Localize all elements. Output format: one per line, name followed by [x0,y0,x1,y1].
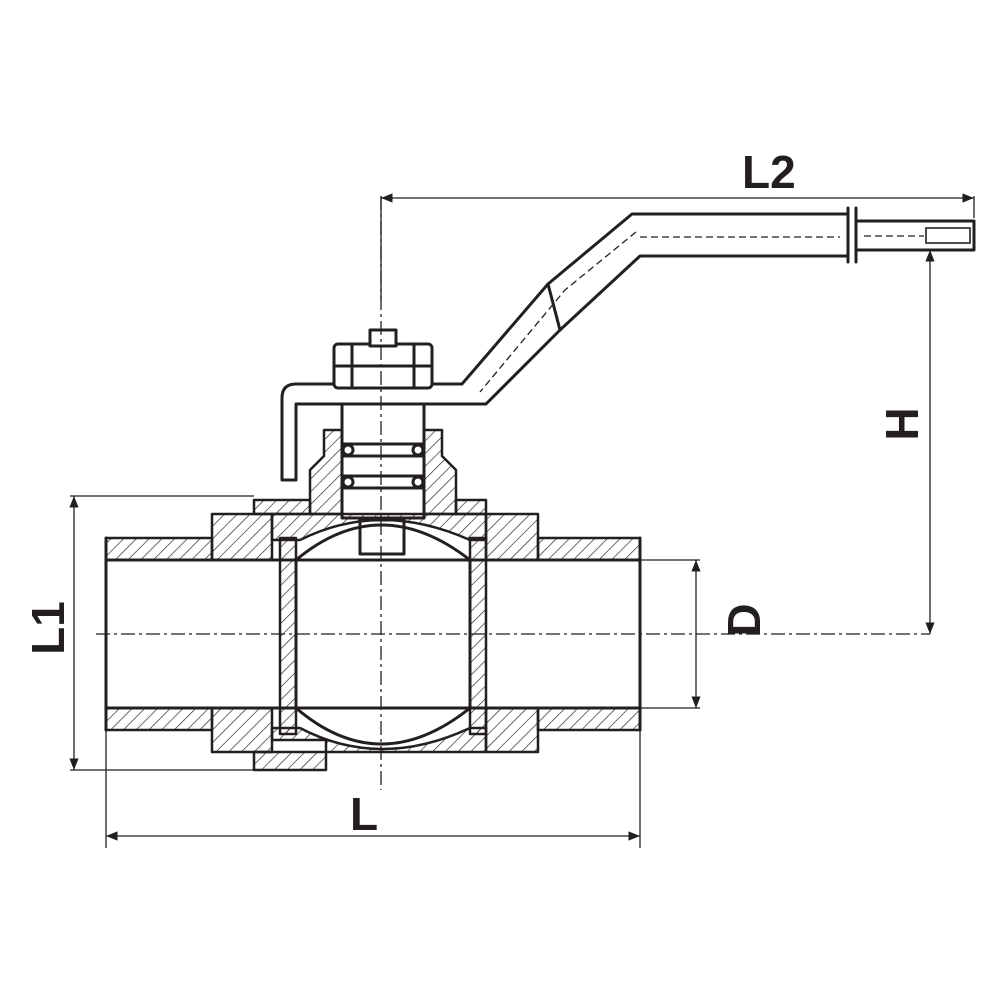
label-h: H [876,407,928,440]
valve-body [104,512,642,772]
dimension-d [640,559,701,709]
dimension-l [105,730,641,848]
dimension-l2 [380,193,975,300]
lever-handle [280,206,976,482]
label-l2: L2 [742,146,796,198]
label-d: D [718,603,770,636]
dimension-l1 [69,495,254,771]
label-l: L [350,788,378,840]
label-l1: L1 [22,601,74,655]
